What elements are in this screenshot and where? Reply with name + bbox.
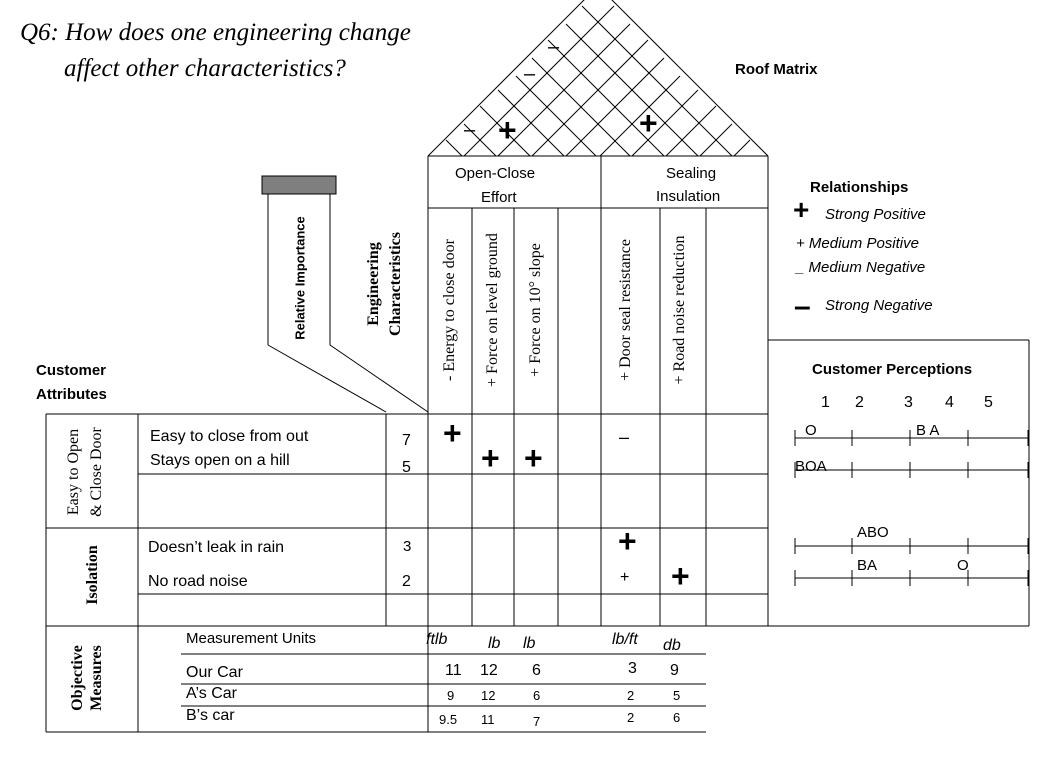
measure-b-c2: 11 [481, 712, 495, 727]
scale-2: 2 [855, 394, 864, 411]
perception-r4-b: O [957, 557, 969, 574]
mark-r2-c3: + [524, 440, 543, 476]
scale-5: 5 [984, 394, 993, 411]
group-sealing-l2: Insulation [656, 188, 721, 205]
roof-matrix-label: Roof Matrix [735, 61, 818, 78]
scale-1: 1 [821, 394, 830, 411]
roof-mark-5: + [639, 105, 658, 141]
attribute-2: Stays open on a hill [150, 452, 290, 469]
customer-attributes-l2: Attributes [36, 386, 107, 403]
measure-label-a-car: A’s Car [186, 685, 237, 702]
relative-importance-label: Relative Importance [292, 216, 308, 340]
perception-r4-a: BA [857, 557, 878, 574]
measure-our-c5: 9 [670, 662, 679, 679]
category-isolation: Isolation [84, 545, 101, 605]
strong-positive-symbol: + [793, 194, 810, 225]
characteristic-5: + Road noise reduction [671, 235, 688, 385]
engineering-characteristics-l1: Engineering [365, 242, 382, 326]
group-open-close-l2: Effort [481, 189, 517, 206]
mark-r2-c2: + [481, 440, 500, 476]
roof-mark-4: + [498, 112, 517, 148]
attribute-1: Easy to close from out [150, 428, 309, 445]
measure-b-c4: 2 [627, 710, 635, 725]
question-line-2: affect other characteristics? [64, 55, 346, 82]
perceptions-box [768, 339, 1030, 627]
medium-positive-label: + Medium Positive [796, 235, 919, 252]
attribute-4: No road noise [148, 573, 248, 590]
question-line-1: Q6: How does one engineering change [20, 19, 411, 46]
unit-3: lb [523, 635, 536, 652]
perception-r1-a: O [805, 422, 817, 439]
group-sealing-l1: Sealing [666, 165, 717, 182]
roof-mark-3: – [464, 119, 476, 141]
unit-4: lb/ft [612, 631, 638, 648]
group-open-close-l1: Open-Close [455, 165, 536, 182]
unit-1: ftlb [426, 631, 448, 648]
scale-3: 3 [904, 394, 913, 411]
measure-a-c3: 6 [533, 688, 541, 703]
importance-3: 3 [403, 538, 412, 555]
scale-4: 4 [945, 394, 954, 411]
importance-bar [261, 175, 337, 195]
measure-our-c3: 6 [532, 662, 541, 679]
characteristic-4: + Door seal resistance [617, 239, 634, 381]
measure-label-our-car: Our Car [186, 664, 243, 681]
measure-b-c3: 7 [533, 714, 541, 729]
measurement-units-label: Measurement Units [186, 630, 317, 647]
measure-b-c5: 6 [673, 710, 681, 725]
measure-a-c4: 2 [627, 688, 635, 703]
roof-outline [427, 0, 769, 157]
left-wing-lines [267, 190, 429, 413]
relationships-title: Relationships [810, 179, 909, 196]
mark-r1-c4: – [619, 427, 630, 447]
mark-r3-c4: + [618, 523, 637, 559]
medium-negative-label: _ Medium Negative [796, 259, 926, 276]
category-objective-l2: Measures [88, 645, 105, 711]
roof-grid [445, 5, 751, 156]
measure-b-c1: 9.5 [439, 712, 458, 727]
importance-1: 7 [402, 432, 411, 449]
mark-r4-c4: + [620, 569, 630, 586]
roof-mark-2: – [524, 63, 536, 85]
measure-our-c1: 11 [445, 662, 462, 679]
measure-a-c2: 12 [481, 688, 496, 703]
category-easy-l1: Easy to Open [65, 428, 82, 516]
measure-a-c5: 5 [673, 688, 681, 703]
roof-mark-1: – [548, 36, 560, 58]
perception-r1-b: B A [916, 422, 940, 439]
characteristic-2: + Force on level ground [484, 233, 501, 387]
customer-attributes-l1: Customer [36, 362, 107, 379]
mark-r1-c1: + [443, 415, 462, 451]
engineering-characteristics-l2: Characteristics [387, 232, 404, 336]
strong-negative-symbol: – [794, 290, 811, 323]
category-easy-l2: & Close Door [88, 427, 105, 517]
measure-label-b-car: B’s car [186, 707, 235, 724]
relationship-matrix-grid [45, 340, 769, 733]
measure-our-c2: 12 [480, 662, 498, 679]
measure-a-c1: 9 [447, 688, 455, 703]
measure-our-c4: 3 [628, 660, 637, 677]
perception-r2: BOA [795, 458, 827, 475]
strong-positive-label: Strong Positive [825, 206, 926, 223]
attribute-3: Doesn’t leak in rain [148, 539, 285, 556]
category-objective-l1: Objective [69, 645, 86, 711]
strong-negative-label: Strong Negative [825, 297, 933, 314]
mark-r4-c5: + [671, 558, 690, 594]
customer-perceptions-title: Customer Perceptions [812, 361, 973, 378]
importance-4: 2 [402, 573, 411, 590]
unit-2: lb [488, 635, 501, 652]
importance-2: 5 [402, 459, 411, 476]
unit-5: db [663, 637, 681, 654]
characteristic-1: - Energy to close door [441, 239, 458, 381]
perception-r3: ABO [857, 524, 889, 541]
characteristic-3: + Force on 10° slope [527, 243, 544, 377]
